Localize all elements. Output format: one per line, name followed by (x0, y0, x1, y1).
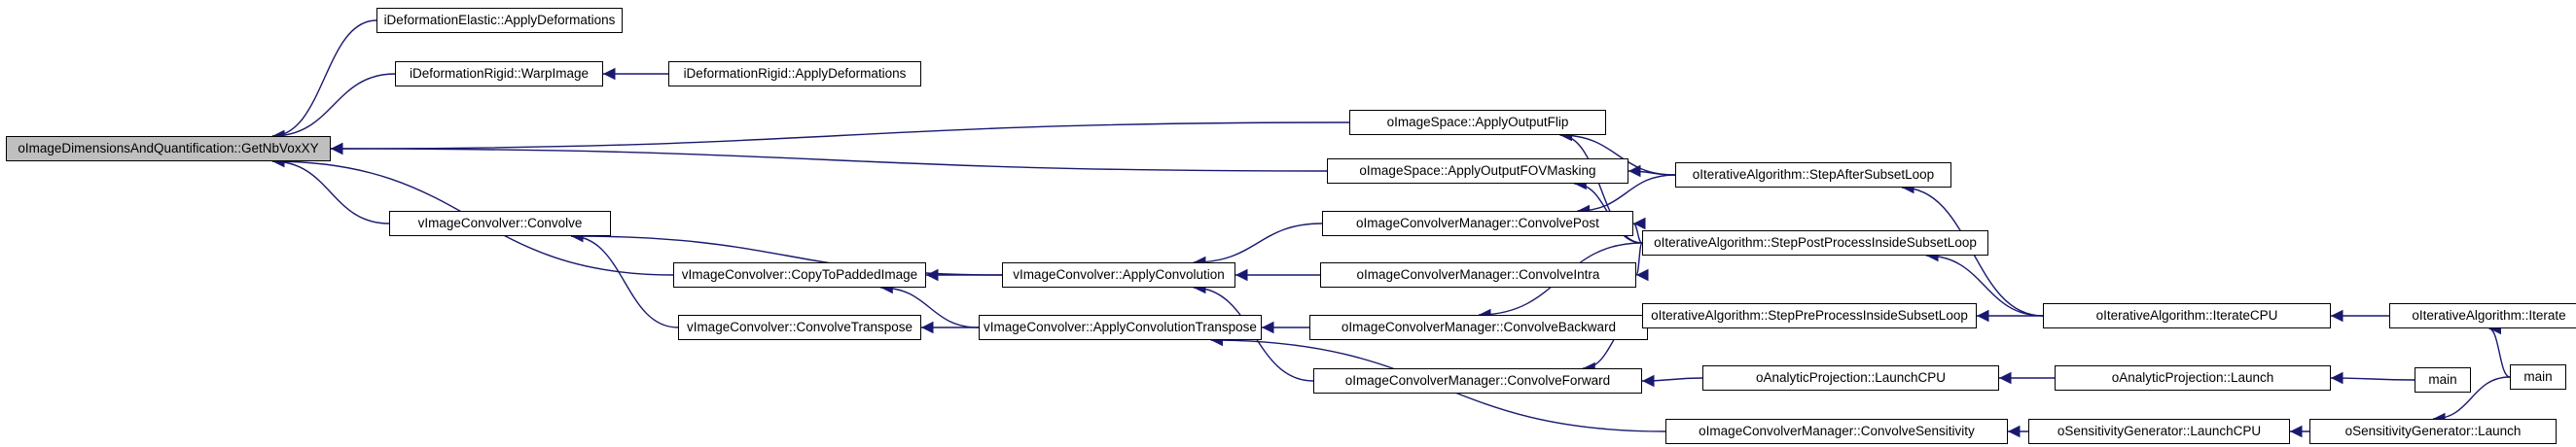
node-label: oAnalyticProjection::LaunchCPU (1755, 370, 1947, 385)
node-label: vImageConvolver::CopyToPaddedImage (681, 267, 918, 282)
node-label: vImageConvolver::ConvolveTranspose (686, 320, 913, 334)
edge-n6-to-n8 (1577, 174, 1676, 218)
edge-n20-to-n19 (1641, 374, 1703, 388)
node-label: oImageSpace::ApplyOutputFlip (1386, 115, 1569, 129)
edge-n4-to-n0 (330, 121, 1350, 155)
edge-n8-to-n11 (1193, 223, 1323, 269)
node-label: oImageConvolverManager::ConvolveBackward (1341, 320, 1617, 334)
edge-n2-to-n0 (271, 73, 396, 143)
node-label: oIterativeAlgorithm::Iterate (2412, 308, 2566, 323)
node-oimagespace-applyoutputfovmasking[interactable]: oImageSpace::ApplyOutputFOVMasking (1327, 158, 1628, 184)
node-label: main (2523, 369, 2553, 384)
node-oanalyticprojection-launchcpu[interactable]: oAnalyticProjection::LaunchCPU (1702, 365, 1999, 391)
node-label: oImageConvolverManager::ConvolveForward (1344, 373, 1611, 388)
edge-n5-to-n0 (330, 142, 1328, 172)
edge-n7-to-n0 (271, 155, 390, 224)
edge-n23-to-n18 (2488, 322, 2511, 378)
node-oimageconvolvermanager-convolvesensitivity[interactable]: oImageConvolverManager::ConvolveSensitiv… (1665, 419, 2008, 444)
edge-n9-to-n8 (1632, 217, 1646, 244)
node-ideformationrigid-warpimage[interactable]: iDeformationRigid::WarpImage (395, 61, 603, 86)
node-osensitivitygenerator-launchcpu[interactable]: oSensitivityGenerator::LaunchCPU (2028, 419, 2290, 444)
node-label: oImageConvolverManager::ConvolveIntra (1356, 267, 1600, 282)
edge-n13-to-n7 (570, 229, 679, 328)
node-osensitivitygenerator-launch[interactable]: oSensitivityGenerator::Launch (2309, 419, 2557, 444)
node-label: vImageConvolver::ApplyConvolutionTranspo… (984, 320, 1257, 334)
node-label: main (2428, 372, 2457, 387)
node-vimageconvolver-applyconvolutiontranspose[interactable]: vImageConvolver::ApplyConvolutionTranspo… (979, 315, 1262, 340)
node-label: oImageConvolverManager::ConvolvePost (1356, 216, 1599, 230)
node-label: oImageSpace::ApplyOutputFOVMasking (1359, 163, 1596, 178)
node-ideformationrigid-applydeformations[interactable]: iDeformationRigid::ApplyDeformations (668, 61, 921, 86)
edge-n1-to-n0 (271, 19, 377, 143)
node-vimageconvolver-applyconvolution[interactable]: vImageConvolver::ApplyConvolution (1002, 262, 1235, 288)
node-label: iDeformationRigid::WarpImage (409, 66, 590, 81)
node-oiterativealgorithm-steppreprocessinsidesubsetloop[interactable]: oIterativeAlgorithm::StepPreProcessInsid… (1642, 303, 1977, 328)
node-label: vImageConvolver::ApplyConvolution (1013, 267, 1225, 282)
node-oimageconvolvermanager-convolvepost[interactable]: oImageConvolverManager::ConvolvePost (1322, 211, 1633, 236)
node-oimageconvolvermanager-convolveforward[interactable]: oImageConvolverManager::ConvolveForward (1313, 368, 1642, 394)
node-vimageconvolver-copytopaddedimage[interactable]: vImageConvolver::CopyToPaddedImage (673, 262, 926, 288)
node-oimagedimensionsandquantification-getnbvoxxy[interactable]: oImageDimensionsAndQuantification::GetNb… (6, 136, 331, 161)
node-oimageconvolvermanager-convolveintra[interactable]: oImageConvolverManager::ConvolveIntra (1320, 262, 1636, 288)
node-oiterativealgorithm-iterate[interactable]: oIterativeAlgorithm::Iterate (2389, 303, 2576, 328)
edge-n23-to-n26 (2432, 376, 2511, 426)
node-label: oImageConvolverManager::ConvolveSensitiv… (1699, 424, 1975, 438)
edge-n9-to-n4 (1559, 128, 1643, 244)
node-oanalyticprojection-launch[interactable]: oAnalyticProjection::Launch (2055, 365, 2331, 391)
node-vimageconvolver-convolvetranspose[interactable]: vImageConvolver::ConvolveTranspose (678, 315, 921, 340)
node-label: oIterativeAlgorithm::StepPostProcessInsi… (1654, 235, 1977, 250)
node-main[interactable]: main (2510, 364, 2566, 390)
node-label: oIterativeAlgorithm::IterateCPU (2095, 308, 2278, 323)
node-main[interactable]: main (2415, 367, 2471, 393)
edge-n14-to-n10 (880, 281, 980, 328)
node-oiterativealgorithm-steppostprocessinsidesubsetloop[interactable]: oIterativeAlgorithm::StepPostProcessInsi… (1642, 230, 1988, 256)
edge-n17-to-n9 (1925, 249, 2044, 317)
node-oiterativealgorithm-iteratecpu[interactable]: oIterativeAlgorithm::IterateCPU (2043, 303, 2331, 328)
node-label: oSensitivityGenerator::Launch (2344, 424, 2522, 438)
node-label: oImageDimensionsAndQuantification::GetNb… (18, 141, 319, 155)
node-ideformationelastic-applydeformations[interactable]: iDeformationElastic::ApplyDeformations (376, 8, 623, 33)
node-label: oAnalyticProjection::Launch (2111, 370, 2274, 385)
node-label: oIterativeAlgorithm::StepAfterSubsetLoop (1692, 167, 1935, 182)
edge-n22-to-n21 (2330, 371, 2415, 385)
node-label: iDeformationRigid::ApplyDeformations (683, 66, 907, 81)
node-label: oSensitivityGenerator::LaunchCPU (2057, 424, 2262, 438)
node-label: oIterativeAlgorithm::StepPreProcessInsid… (1651, 308, 1968, 323)
node-vimageconvolver-convolve[interactable]: vImageConvolver::Convolve (389, 211, 611, 236)
node-oiterativealgorithm-stepaftersubsetloop[interactable]: oIterativeAlgorithm::StepAfterSubsetLoop (1675, 162, 1951, 188)
node-oimageconvolvermanager-convolvebackward[interactable]: oImageConvolverManager::ConvolveBackward (1309, 315, 1648, 340)
node-oimagespace-applyoutputflip[interactable]: oImageSpace::ApplyOutputFlip (1349, 110, 1606, 135)
edge-n9-to-n12 (1635, 242, 1649, 282)
node-label: vImageConvolver::Convolve (417, 216, 583, 230)
node-label: iDeformationElastic::ApplyDeformations (383, 13, 616, 27)
